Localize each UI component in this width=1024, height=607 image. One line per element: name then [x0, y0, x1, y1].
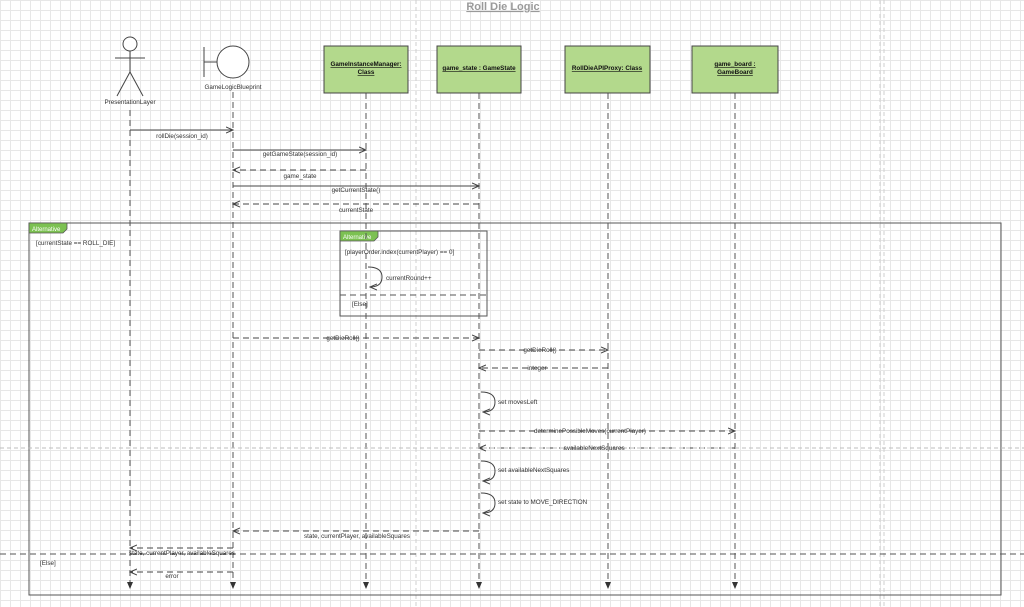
msg-error-return-label: error [165, 573, 178, 580]
instance-manager-label-2: Class [358, 69, 375, 76]
msg-state-return-label-1: state, currentPlayer, availableSquares [304, 533, 410, 540]
message-labels: rollDie(session_id) getGameState(session… [129, 133, 646, 580]
msg-getcurrentstate-label: getCurrentState() [332, 187, 381, 194]
stick-figure-icon [115, 36, 145, 97]
instance-manager-label-1: GameInstanceManager: [330, 61, 401, 68]
outer-alternative-frame: Alternative [currentState == ROLL_DIE] [… [0, 222, 1024, 596]
msg-gamestate-return-label: game_state [284, 173, 317, 180]
self-call-setstate-label: set state to MOVE_DIRECTION [498, 499, 588, 506]
game-state-label: game_state : GameState [442, 65, 516, 72]
instance-manager-box: GameInstanceManager: Class [323, 45, 409, 94]
msg-state-return-label-2: state, currentPlayer, availableSquares [129, 550, 235, 557]
self-call-currentround-label: currentRound++ [386, 275, 432, 282]
roll-die-proxy-label: RollDieAPIProxy: Class [572, 65, 643, 72]
game-board-label-2: GameBoard [717, 69, 753, 76]
msg-currentstate-return-label: currentState [339, 207, 374, 214]
inner-frame-tag: Alternative [343, 235, 372, 241]
msg-determinemoves-label: determinePossibleMoves(currentPlayer) [534, 428, 646, 435]
roll-die-proxy-box: RollDieAPIProxy: Class [564, 45, 651, 94]
self-call-setavailable-arrow [480, 460, 496, 481]
self-call-movesleft-label: set movesLeft [498, 399, 537, 406]
msg-availablenext-return-label: availableNextSquares [563, 445, 624, 452]
diagram-title: Roll Die Logic [466, 1, 539, 13]
game-state-box: game_state : GameState [436, 45, 522, 94]
game-board-label-1: game_board : [714, 61, 755, 68]
inner-frame-else: [Else] [352, 301, 368, 308]
msg-rolldie-label: rollDie(session_id) [156, 133, 208, 140]
game-logic-blueprint-boundary: GameLogicBlueprint [203, 45, 262, 91]
presentation-layer-actor: PresentationLayer [104, 36, 156, 106]
page-guides [415, 0, 885, 607]
game-board-box: game_board : GameBoard [691, 45, 779, 94]
msg-integer-return-label: integer [527, 365, 546, 372]
lifeline-end-arrows [127, 582, 738, 589]
self-call-currentround-arrow [367, 266, 383, 287]
inner-alternative-frame: Alternative [playerOrder.index(currentPl… [339, 230, 488, 317]
outer-frame-condition: [currentState == ROLL_DIE] [36, 240, 115, 247]
msg-getdieroll-proxy-label: getDieRoll() [523, 347, 556, 354]
inner-frame-condition: [playerOrder.index(currentPlayer) == 0] [345, 249, 454, 256]
msg-getgamestate-label: getGameState(session_id) [263, 151, 338, 158]
self-call-setavailable-label: set availableNextSquares [498, 467, 569, 474]
presentation-layer-label: PresentationLayer [104, 99, 155, 106]
boundary-icon [203, 45, 250, 79]
msg-getdieroll-label: getDieRoll() [326, 335, 359, 342]
lifelines [129, 92, 736, 583]
outer-frame-tag: Alternative [32, 227, 61, 233]
game-logic-blueprint-label: GameLogicBlueprint [204, 84, 261, 91]
messages [130, 130, 735, 572]
outer-frame-else: [Else] [40, 560, 56, 567]
self-call-movesleft-arrow [480, 391, 496, 412]
self-call-setstate-arrow [480, 492, 496, 513]
